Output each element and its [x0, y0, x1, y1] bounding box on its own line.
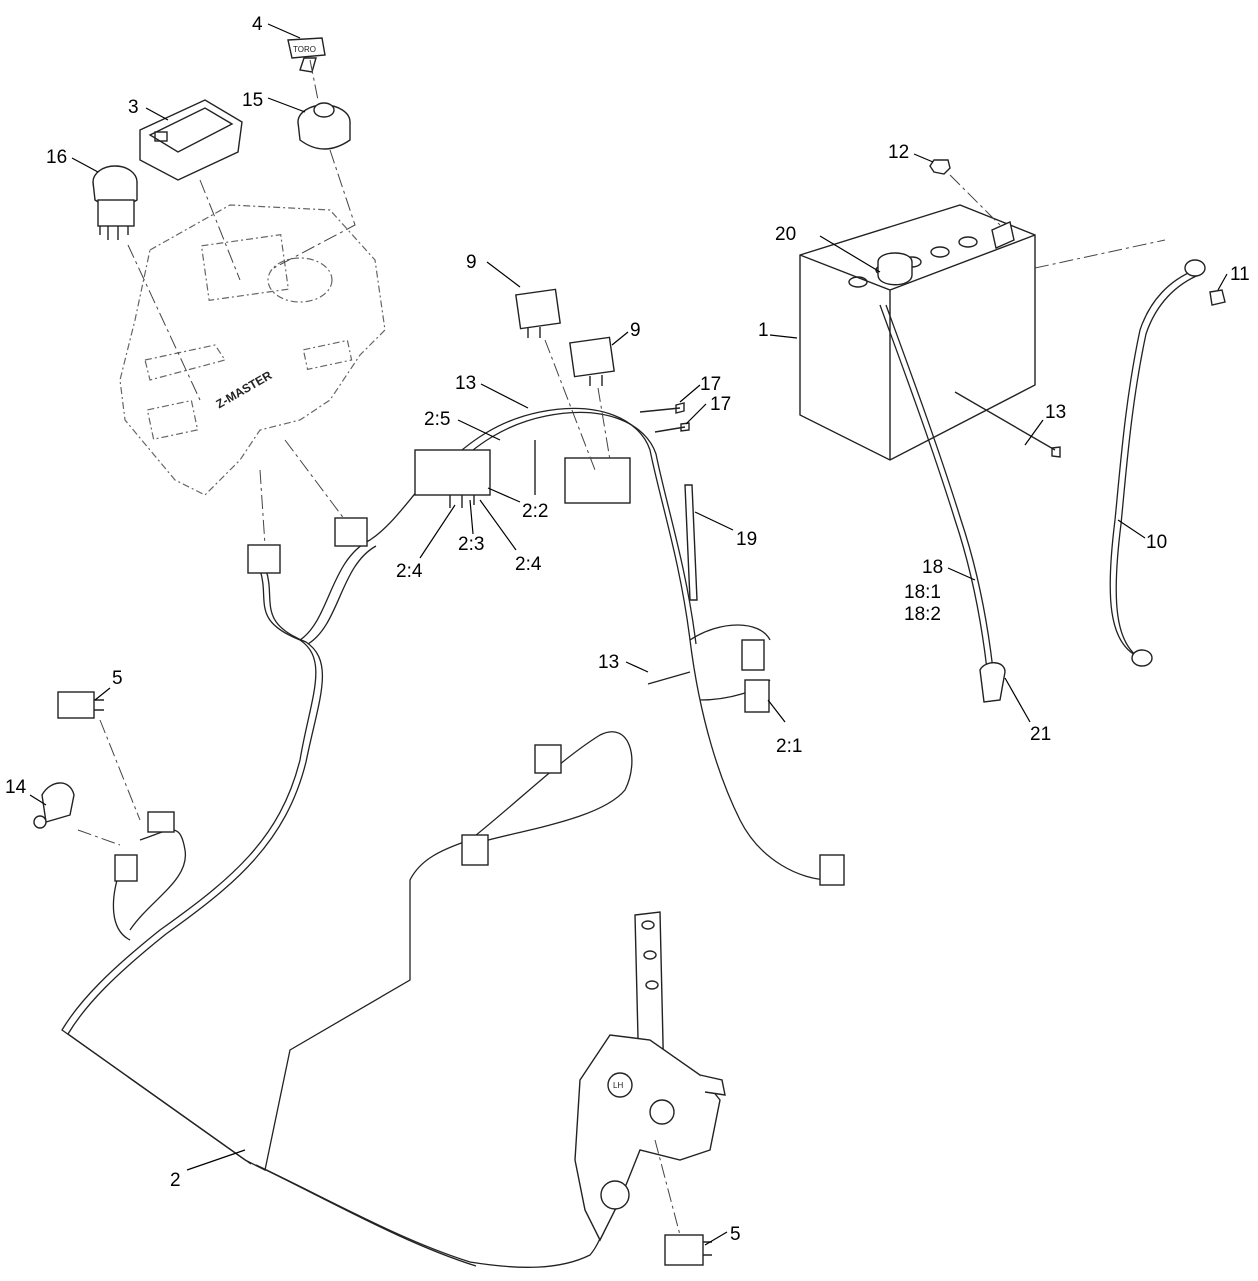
pto-switch — [92, 165, 138, 240]
negative-cable — [1109, 259, 1206, 667]
callout-13-c: 13 — [598, 652, 619, 673]
relay-socket — [564, 457, 631, 504]
callout-18-1: 18:1 — [904, 582, 941, 603]
callout-1: 1 — [758, 320, 769, 341]
callout-20: 20 — [775, 224, 796, 245]
cable-tie-battery — [954, 391, 1061, 458]
callout-14: 14 — [5, 777, 27, 798]
lh-marking: LH — [613, 1081, 623, 1090]
harness-connector-a — [247, 544, 281, 574]
callout-9-a: 9 — [466, 252, 477, 273]
callout-2-2: 2:2 — [522, 501, 548, 522]
callout-2-4-b: 2:4 — [515, 554, 542, 575]
callout-12: 12 — [888, 142, 909, 163]
connector-2-1 — [744, 679, 770, 713]
harness-connector-g — [147, 811, 175, 833]
callout-labels: 4 15 3 16 12 20 9 9 11 1 13 17 17 13 2:5… — [5, 14, 1250, 1245]
nut-12 — [929, 159, 951, 175]
positive-cable — [879, 304, 1006, 703]
neutral-switch — [664, 1234, 712, 1266]
callout-16: 16 — [46, 147, 67, 168]
cable-tie-lower — [647, 671, 691, 685]
callout-3: 3 — [128, 97, 139, 118]
callout-4: 4 — [252, 14, 263, 35]
callout-2: 2 — [170, 1170, 181, 1191]
callout-21: 21 — [1030, 724, 1051, 745]
panel-brand-text: Z-MASTER — [214, 368, 275, 411]
key-brand-text: TORO — [293, 45, 316, 54]
harness-connector-d — [534, 744, 562, 774]
callout-2-3: 2:3 — [458, 534, 484, 555]
bolt-11 — [1209, 289, 1226, 306]
battery — [799, 204, 1036, 461]
harness-connector-c — [741, 639, 765, 671]
callout-2-5: 2:5 — [424, 409, 450, 430]
neutral-lever-assembly: LH — [574, 911, 726, 1242]
ignition-switch — [297, 102, 351, 150]
harness-connector-f — [461, 834, 489, 866]
callout-15: 15 — [242, 90, 263, 111]
dash-panel: Z-MASTER — [119, 204, 386, 496]
callout-17-a: 17 — [700, 374, 721, 395]
callout-13-b: 13 — [1045, 402, 1066, 423]
callout-18: 18 — [922, 557, 943, 578]
harness-connector-b — [334, 517, 368, 547]
callout-18-2: 18:2 — [904, 604, 941, 625]
callout-19: 19 — [736, 529, 757, 550]
callout-5-top: 5 — [112, 668, 123, 689]
callout-11: 11 — [1230, 264, 1250, 285]
ignition-key: TORO — [287, 37, 326, 73]
callout-2-1: 2:1 — [776, 736, 802, 757]
callout-17-b: 17 — [710, 394, 731, 415]
wiring-harness — [61, 402, 845, 1268]
seat-switch — [57, 691, 104, 719]
leader-lines — [29, 23, 1228, 1246]
callout-2-4-a: 2:4 — [396, 561, 423, 582]
relay-9b — [569, 336, 615, 386]
callout-5-bottom: 5 — [730, 1224, 741, 1245]
harness-connector-h — [114, 854, 138, 882]
callout-9-b: 9 — [630, 320, 641, 341]
callout-13-a: 13 — [455, 373, 476, 394]
hour-meter — [139, 99, 243, 181]
harness-connector-e — [819, 854, 845, 886]
relay-9a — [515, 288, 561, 338]
assembly-lines — [77, 59, 1166, 1236]
switch-14 — [33, 782, 75, 829]
callout-10: 10 — [1146, 532, 1167, 553]
fuse-block — [414, 449, 491, 496]
